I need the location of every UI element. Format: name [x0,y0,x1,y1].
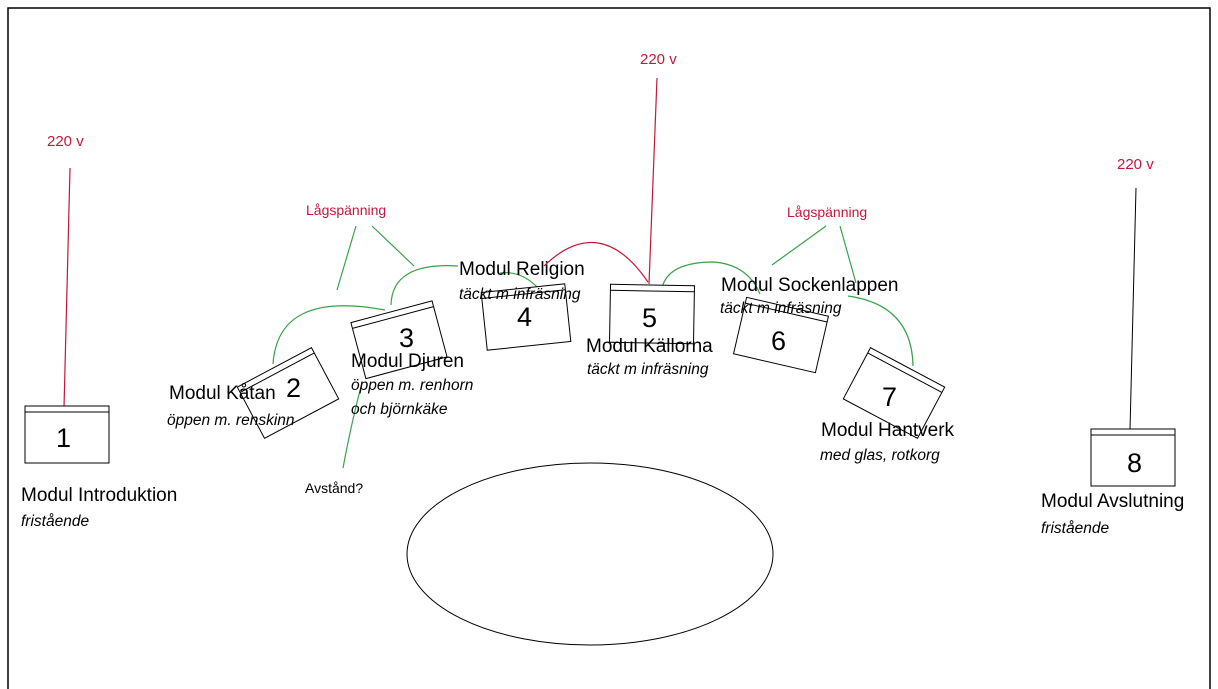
voltage-label-right: 220 v [1117,156,1154,173]
module-number-6: 6 [771,326,787,356]
page-frame [7,7,1211,689]
module-subtitle-2: öppen m. renskinn [167,412,295,429]
module-title-6: Modul Sockenlappen [721,275,899,296]
module-number-5: 5 [642,303,658,333]
module-subtitle-4: täckt m infräsning [459,286,581,303]
module-title-8: Modul Avslutning [1041,491,1185,512]
module-subtitle-1: fristående [21,513,90,530]
module-box-3 [350,300,448,380]
power-line-left [63,167,71,409]
module-box-1 [24,405,110,464]
low-voltage-left-a [336,225,357,291]
module-title-3: Modul Djuren [351,351,464,372]
power-line-mid [648,77,658,285]
distance-line [342,382,363,469]
module-number-2: 2 [286,373,302,403]
module-box-2 [236,347,340,439]
low-voltage-left-b [371,225,415,267]
low-voltage-right-b [839,225,857,284]
power-line-right [1129,187,1137,431]
module-box-8 [1090,428,1176,487]
module-box-6 [732,296,830,374]
module-subtitle-5: täckt m infräsning [587,361,709,378]
module-number-3: 3 [399,323,415,353]
power-arc-4-5 [543,241,649,283]
module-title-2: Modul Kåtan [169,383,276,404]
module-subtitle-3a: öppen m. renhorn [351,377,474,394]
module-subtitle-8: fristående [1041,520,1110,537]
voltage-label-left: 220 v [47,133,84,150]
module-box-4 [480,283,572,351]
module-box-7 [842,347,946,439]
module-title-4: Modul Religion [459,259,585,280]
green-arc-6-7 [847,295,914,367]
module-title-1: Modul Introduktion [21,485,178,506]
module-number-8: 8 [1127,448,1143,478]
module-subtitle-7: med glas, rotkorg [820,447,940,464]
module-number-4: 4 [517,302,533,332]
low-voltage-label-right: Lågspänning [787,204,868,220]
module-number-7: 7 [882,382,898,412]
green-arc-3-4 [390,265,459,306]
module-box-5 [608,283,696,345]
low-voltage-right-a [771,225,827,266]
module-number-1: 1 [56,423,72,453]
module-subtitle-3b: och björnkäke [351,401,448,418]
green-arc-5-6 [661,261,761,295]
module-title-5: Modul Källorna [586,336,713,357]
voltage-label-mid: 220 v [640,51,677,68]
distance-label: Avstånd? [305,480,364,496]
module-title-7: Modul Hantverk [821,420,955,441]
green-arc-2-3 [272,305,386,365]
low-voltage-label-left: Lågspänning [306,202,387,218]
central-oval [406,462,774,646]
module-subtitle-6: täckt m infräsning [720,300,842,317]
